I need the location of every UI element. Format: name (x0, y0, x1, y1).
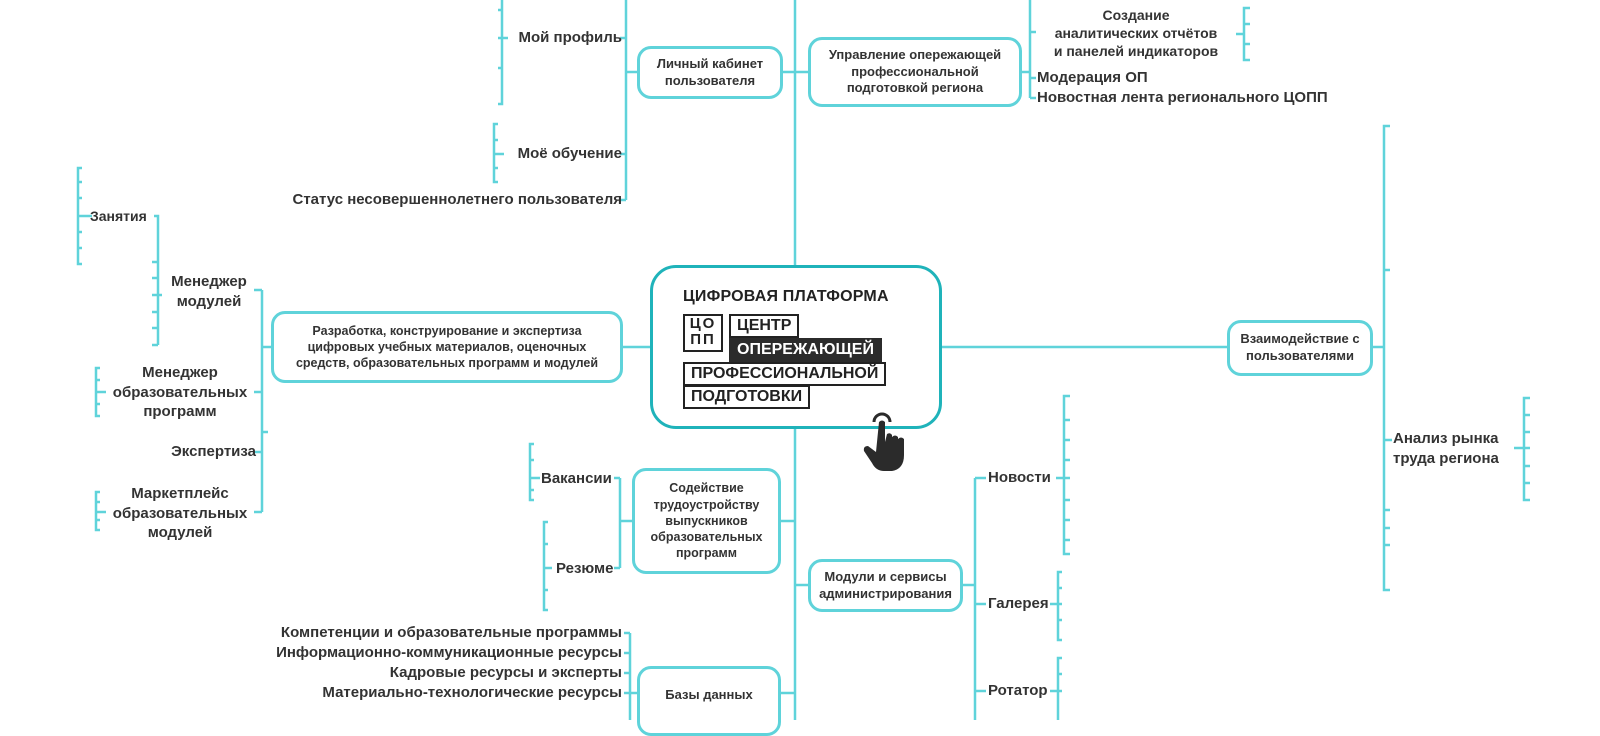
leaf-module-marketplace[interactable]: Маркетплейс образовательных модулей (112, 485, 248, 541)
leaf-vacancies[interactable]: Вакансии (541, 470, 612, 487)
leaf-regional-news-feed[interactable]: Новостная лента регионального ЦОПП (1037, 89, 1328, 106)
copp-logo-mark: ЦО ПП (683, 314, 723, 352)
leaf-competencies-programs[interactable]: Компетенции и образовательные программы (280, 624, 622, 641)
node-admin-modules[interactable]: Модули и сервисы администрирования (808, 559, 963, 612)
logo-line-center: ЦЕНТР (729, 314, 800, 338)
leaf-analytics-reports[interactable]: Создание аналитических отчётов и панелей… (1053, 7, 1219, 60)
leaf-lessons[interactable]: Занятия (90, 208, 147, 224)
leaf-program-manager[interactable]: Менеджер образовательных программ (112, 364, 248, 420)
leaf-op-moderation[interactable]: Модерация ОП (1037, 69, 1148, 86)
connector-lines (76, 0, 1530, 720)
leaf-resumes[interactable]: Резюме (556, 560, 614, 577)
leaf-minor-user-status[interactable]: Статус несовершеннолетнего пользователя (292, 191, 623, 208)
leaf-expertise[interactable]: Экспертиза (171, 443, 256, 460)
platform-title: ЦИФРОВАЯ ПЛАТФОРМА (683, 288, 889, 305)
leaf-gallery[interactable]: Галерея (988, 595, 1049, 612)
node-employment-assistance[interactable]: Содействие трудоустройству выпускников о… (632, 468, 781, 574)
leaf-my-profile[interactable]: Мой профиль (518, 29, 622, 46)
leaf-ict-resources[interactable]: Информационно-коммуникационные ресурсы (276, 644, 622, 661)
leaf-material-resources[interactable]: Материально-технологические ресурсы (322, 684, 622, 701)
leaf-news[interactable]: Новости (988, 469, 1051, 486)
node-personal-cabinet[interactable]: Личный кабинет пользователя (637, 46, 783, 99)
logo-line-professional: ПРОФЕССИОНАЛЬНОЙ (683, 362, 887, 386)
logo-line-training: ПОДГОТОВКИ (683, 385, 811, 409)
central-platform-node[interactable]: ЦИФРОВАЯ ПЛАТФОРМА ЦО ПП ЦЕНТР ОПЕРЕЖАЮЩ… (650, 265, 942, 429)
leaf-my-learning[interactable]: Моё обучение (517, 145, 622, 162)
leaf-labor-market-analysis[interactable]: Анализ рынка труда региона (1393, 430, 1499, 467)
leaf-hr-experts[interactable]: Кадровые ресурсы и эксперты (389, 664, 622, 681)
node-regional-management[interactable]: Управление опережающей профессиональной … (808, 37, 1022, 107)
leaf-rotator[interactable]: Ротатор (988, 682, 1048, 699)
logo-line-advanced: ОПЕРЕЖАЮЩЕЙ (729, 338, 882, 362)
leaf-module-manager[interactable]: Менеджер модулей (171, 273, 247, 310)
node-user-interaction[interactable]: Взаимодействие с пользователями (1227, 320, 1373, 376)
node-development-expertise[interactable]: Разработка, конструирование и экспертиза… (271, 311, 623, 383)
node-databases[interactable]: Базы данных (637, 666, 781, 736)
pointer-hand-icon (863, 412, 904, 471)
